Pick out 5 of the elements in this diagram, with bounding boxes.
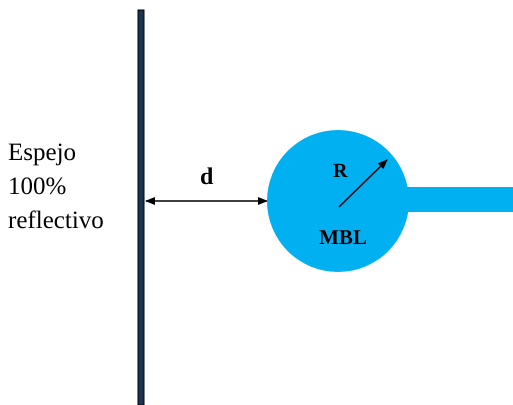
distance-label: d: [200, 164, 214, 191]
mirror-label: Espejo 100% reflectivo: [8, 138, 105, 236]
resonator-label: MBL: [318, 225, 368, 250]
microbubble-resonator: [267, 130, 513, 272]
radius-label: R: [333, 160, 348, 183]
